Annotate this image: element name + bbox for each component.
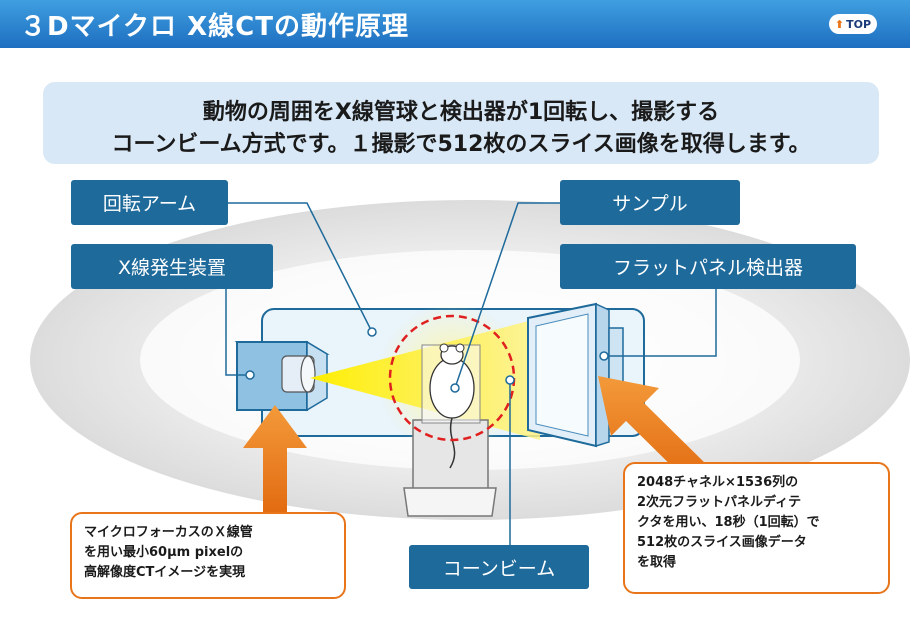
intro-line-2: コーンビーム方式です。１撮影で512枚のスライス画像を取得します。 [111, 132, 811, 157]
label-detector: フラットパネル検出器 [560, 244, 856, 289]
leader-detector [604, 280, 717, 357]
top-button[interactable]: ⬆ TOP [829, 14, 877, 34]
note-left-line: マイクロフォーカスのＸ線管 [84, 525, 253, 540]
note-detector: 2048チャネル×1536列の 2次元フラットパネルディテ クタを用い、18秒（… [623, 462, 890, 594]
note-left-line: 高解像度CTイメージを実現 [84, 565, 246, 580]
page-title: ３Dマイクロ X線CTの動作原理 [20, 12, 409, 42]
stage-base [403, 487, 497, 517]
label-xray-generator: X線発生装置 [71, 244, 273, 289]
note-left-line: を用い最小60μm pixelの [84, 545, 244, 560]
top-button-label: TOP [846, 17, 872, 31]
up-arrow-icon: ⬆ [834, 17, 845, 31]
note-right-line: 2048チャネル×1536列の [637, 475, 799, 490]
xray-tube-aperture [300, 355, 316, 393]
note-right-line: 512枚のスライス画像データ [637, 535, 807, 550]
note-right-line: 2次元フラットパネルディテ [637, 495, 802, 510]
leader-rotating-arm [226, 202, 373, 333]
intro-line-1: 動物の周囲をX線管球と検出器が1回転し、撮影する [202, 100, 720, 125]
label-rotating-arm: 回転アーム [71, 180, 228, 225]
note-right-line: を取得 [637, 555, 677, 570]
detector-edge [595, 302, 610, 448]
leader-sample [454, 202, 560, 389]
label-sample: サンプル [560, 180, 740, 225]
note-right-line: クタを用い、18秒（1回転）で [637, 515, 820, 530]
note-xray-tube: マイクロフォーカスのＸ線管 を用い最小60μm pixelの 高解像度CTイメー… [70, 512, 346, 599]
arrow-to-detector [598, 376, 708, 484]
leader-xray-generator [225, 266, 250, 376]
mouse-tail [449, 417, 456, 469]
intro-box: 動物の周囲をX線管球と検出器が1回転し、撮影する コーンビーム方式です。１撮影で… [43, 82, 879, 164]
arrow-to-generator [243, 405, 307, 515]
label-cone-beam: コーンビーム [409, 545, 589, 589]
title-bar: ３Dマイクロ X線CTの動作原理 ⬆ TOP [0, 0, 910, 48]
detector-screen [535, 313, 589, 437]
